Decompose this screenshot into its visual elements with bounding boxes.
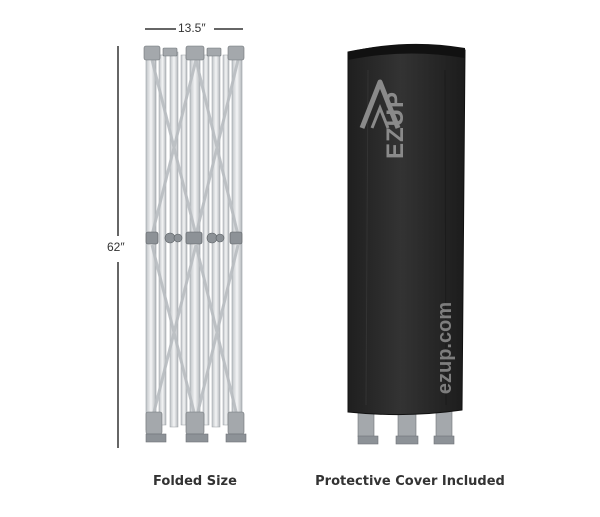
width-label: 13.5″ [178,21,206,35]
ezup-logo-icon [359,79,401,129]
folded-frame [143,45,247,443]
folded-size-caption: Folded Size [153,474,237,489]
protective-cover [347,43,466,445]
cover-logo-text: EZUP [382,91,409,160]
height-label: 62″ [107,240,125,254]
protective-cover-caption: Protective Cover Included [315,474,505,489]
cover-website-text: ezup.com [434,301,456,395]
